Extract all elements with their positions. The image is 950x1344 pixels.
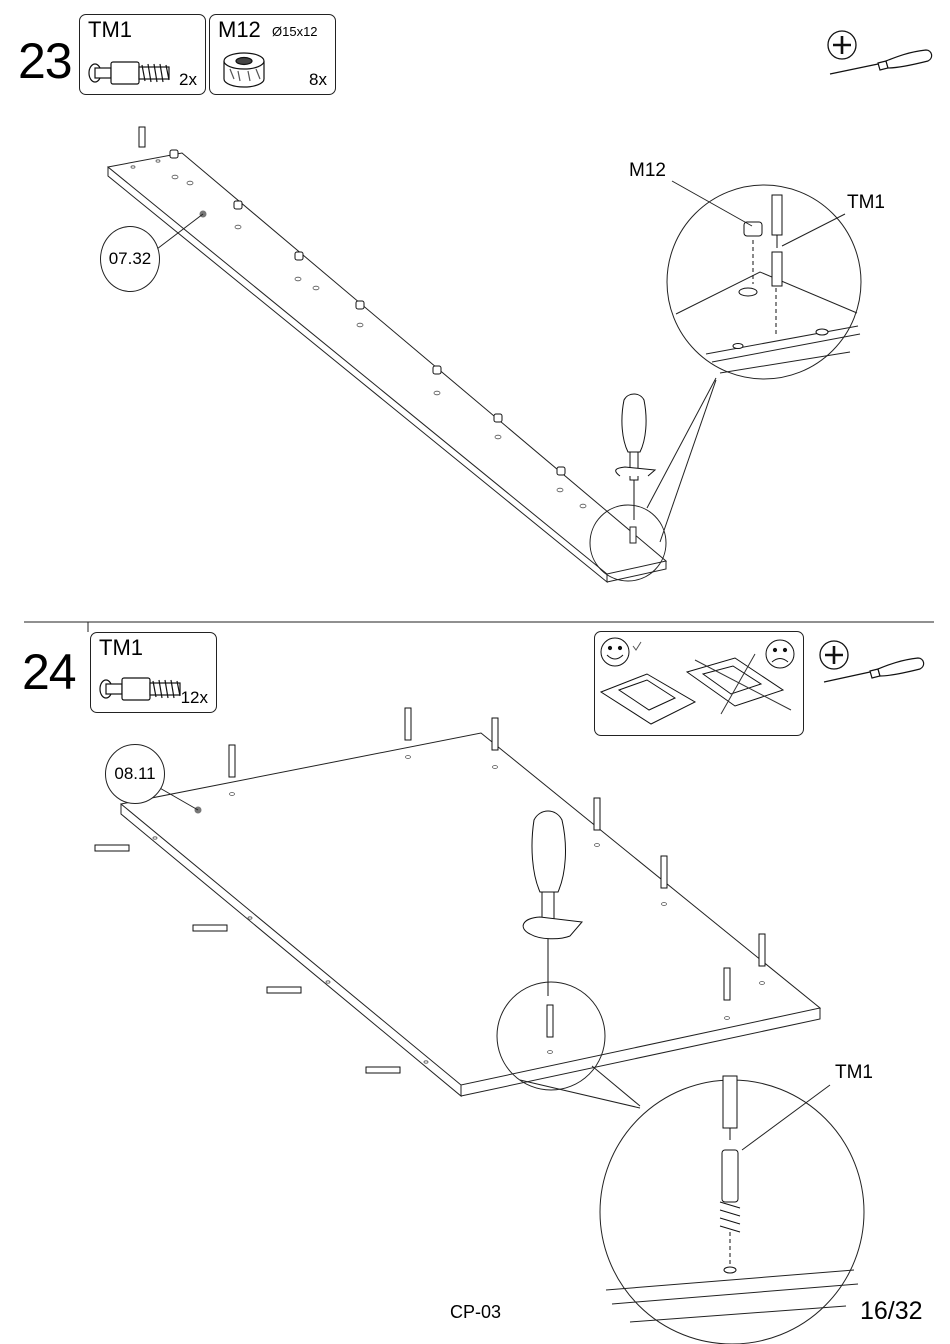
model-code: CP-03 — [450, 1303, 501, 1321]
panel-ref-08-11: 08.11 — [105, 744, 165, 804]
page-number: 16/32 — [860, 1299, 923, 1324]
callout-tm1: TM1 — [835, 1063, 873, 1082]
